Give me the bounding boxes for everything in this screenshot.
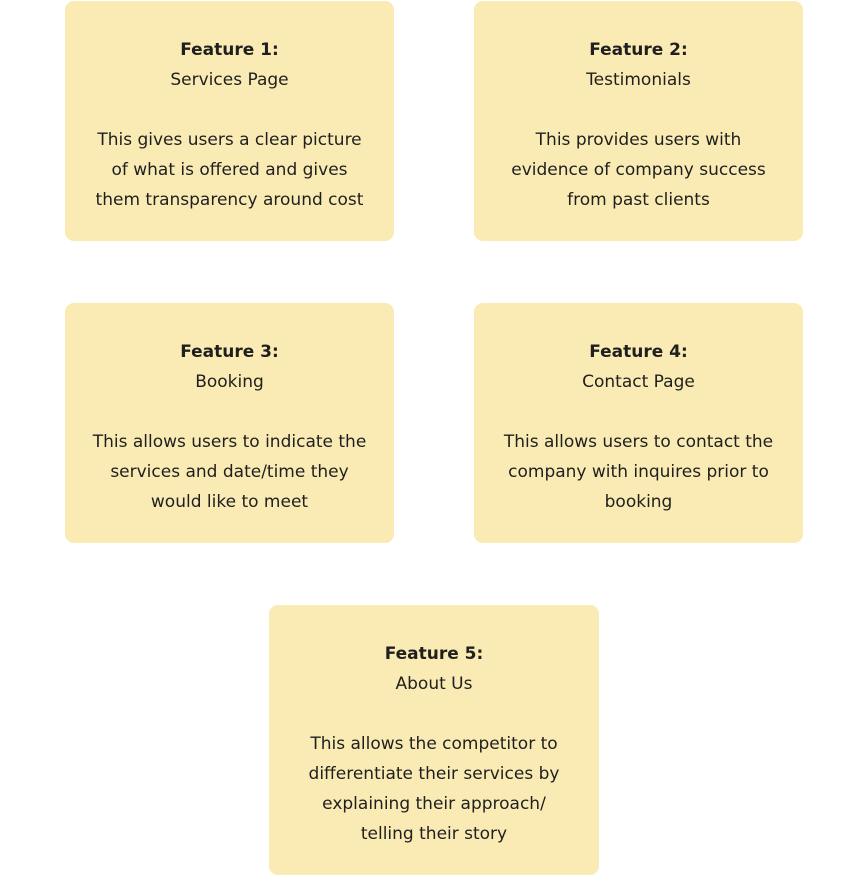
feature-card-description: This provides users with evidence of com… [511, 130, 766, 210]
feature-card-description: This allows users to contact the company… [503, 432, 774, 512]
feature-card-name: About Us [395, 674, 473, 694]
feature-card-name: Services Page [170, 70, 289, 90]
feature-card-title: Feature 5: [384, 644, 484, 664]
feature-card-description: This allows users to indicate the servic… [92, 432, 367, 512]
feature-card-testimonials: Feature 2: Testimonials This provides us… [474, 1, 803, 241]
feature-card-name: Booking [195, 372, 264, 392]
feature-card-name: Testimonials [586, 70, 691, 90]
feature-card-title: Feature 2: [589, 40, 688, 60]
feature-card-booking: Feature 3: Booking This allows users to … [65, 303, 394, 543]
feature-card-about-us: Feature 5: About Us This allows the comp… [269, 605, 599, 875]
feature-card-services-page: Feature 1: Services Page This gives user… [65, 1, 394, 241]
feature-card-title: Feature 3: [180, 342, 279, 362]
feature-card-description: This gives users a clear picture of what… [95, 130, 364, 210]
feature-card-contact-page: Feature 4: Contact Page This allows user… [474, 303, 803, 543]
feature-card-name: Contact Page [582, 372, 695, 392]
feature-card-title: Feature 4: [589, 342, 688, 362]
feature-card-description: This allows the competitor to differenti… [308, 734, 560, 844]
feature-card-title: Feature 1: [180, 40, 279, 60]
